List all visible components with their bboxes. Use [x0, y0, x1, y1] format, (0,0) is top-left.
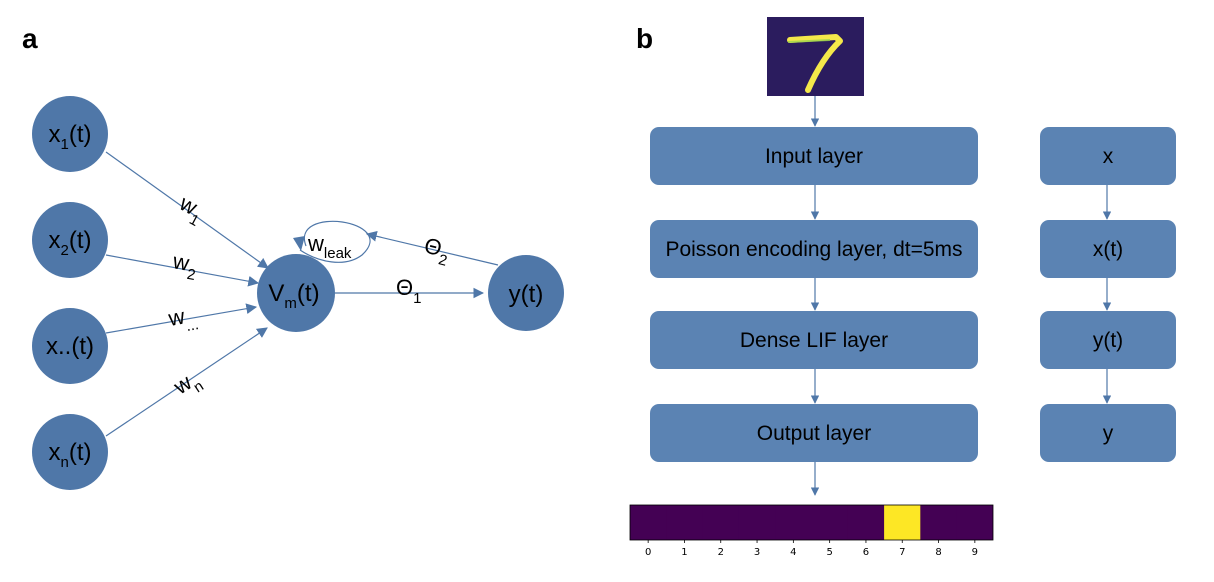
- output-cell-2: [702, 505, 739, 540]
- weight-label-1: w1: [171, 190, 208, 230]
- svg-text:w...: w...: [166, 301, 201, 338]
- svg-text:Θ2: Θ2: [420, 233, 452, 270]
- svg-text:x: x: [1103, 145, 1114, 168]
- edge-xdots-vm: [105, 303, 258, 334]
- output-tick-label-2: 2: [718, 547, 724, 558]
- output-class-strip: 0 1 2 3 4 5 6 7 8 9: [629, 504, 994, 558]
- signal-box-y: y: [1040, 404, 1176, 462]
- output-tick-label-3: 3: [754, 547, 760, 558]
- input-node-dots: x..(t): [32, 308, 108, 384]
- output-tick-label-1: 1: [681, 547, 687, 558]
- svg-text:x(t): x(t): [1093, 238, 1123, 261]
- panel-b-label: b: [636, 23, 653, 54]
- svg-text:x1(t): x1(t): [49, 121, 92, 153]
- output-node: y(t): [488, 255, 564, 331]
- edge-y-vm-feedback: [365, 230, 499, 266]
- output-cell-8: [920, 505, 957, 540]
- edge-x2-vm: [105, 254, 260, 287]
- svg-text:wleak: wleak: [307, 231, 352, 262]
- output-tick-label-8: 8: [935, 547, 941, 558]
- signal-box-xt: x(t): [1040, 220, 1176, 278]
- input-node-n: xn(t): [32, 414, 108, 490]
- weight-label-2: w2: [169, 248, 199, 284]
- output-tick-label-6: 6: [863, 547, 869, 558]
- svg-text:y: y: [1103, 422, 1114, 445]
- layer-box-poisson: Poisson encoding layer, dt=5ms: [650, 220, 978, 278]
- output-cell-9: [956, 505, 993, 540]
- edge-xn-vm: [105, 327, 268, 437]
- leak-loop-arrowhead: [293, 236, 305, 251]
- output-tick-label-9: 9: [972, 547, 978, 558]
- theta2-label: Θ2: [420, 233, 452, 270]
- svg-text:w2: w2: [169, 248, 199, 284]
- leak-weight-label: wleak: [307, 231, 352, 262]
- svg-text:Input layer: Input layer: [765, 145, 863, 168]
- output-cell-0: [630, 505, 667, 540]
- svg-text:Dense LIF layer: Dense LIF layer: [740, 329, 888, 352]
- panel-a-label: a: [22, 23, 38, 54]
- weight-label-n: wn: [168, 365, 207, 406]
- signal-box-yt: y(t): [1040, 311, 1176, 369]
- output-cell-1: [666, 505, 703, 540]
- input-node-2: x2(t): [32, 202, 108, 278]
- output-cell-5: [811, 505, 848, 540]
- svg-text:Θ1: Θ1: [396, 275, 421, 307]
- output-cell-7: [884, 505, 921, 540]
- theta1-label: Θ1: [396, 275, 421, 307]
- signal-box-x: x: [1040, 127, 1176, 185]
- output-tick-label-0: 0: [645, 547, 651, 558]
- input-node-1: x1(t): [32, 96, 108, 172]
- layer-box-output: Output layer: [650, 404, 978, 462]
- output-tick-label-4: 4: [790, 547, 796, 558]
- svg-text:Poisson encoding layer, dt=5ms: Poisson encoding layer, dt=5ms: [665, 238, 962, 261]
- output-cell-3: [738, 505, 776, 540]
- mnist-digit-image: [767, 17, 864, 96]
- edge-x1-vm: [105, 151, 269, 269]
- neuron-node: Vm(t): [257, 254, 335, 332]
- leak-loop: [299, 220, 371, 263]
- output-tick-label-5: 5: [826, 547, 832, 558]
- svg-text:x2(t): x2(t): [49, 227, 92, 259]
- output-strip-border: [629, 504, 994, 541]
- output-cell-4: [775, 505, 812, 540]
- svg-text:x..(t): x..(t): [46, 333, 94, 360]
- layer-box-lif: Dense LIF layer: [650, 311, 978, 369]
- input-edges: [105, 151, 499, 437]
- svg-text:Output layer: Output layer: [757, 422, 871, 445]
- layer-box-input: Input layer: [650, 127, 978, 185]
- svg-text:wn: wn: [168, 365, 207, 406]
- svg-text:w1: w1: [171, 190, 208, 230]
- output-cell-6: [847, 505, 885, 540]
- svg-text:y(t): y(t): [509, 281, 544, 308]
- output-tick-label-7: 7: [899, 547, 905, 558]
- weight-label-dots: w...: [166, 301, 201, 338]
- svg-text:y(t): y(t): [1093, 329, 1123, 352]
- svg-text:xn(t): xn(t): [49, 439, 92, 471]
- svg-text:Vm(t): Vm(t): [268, 280, 319, 312]
